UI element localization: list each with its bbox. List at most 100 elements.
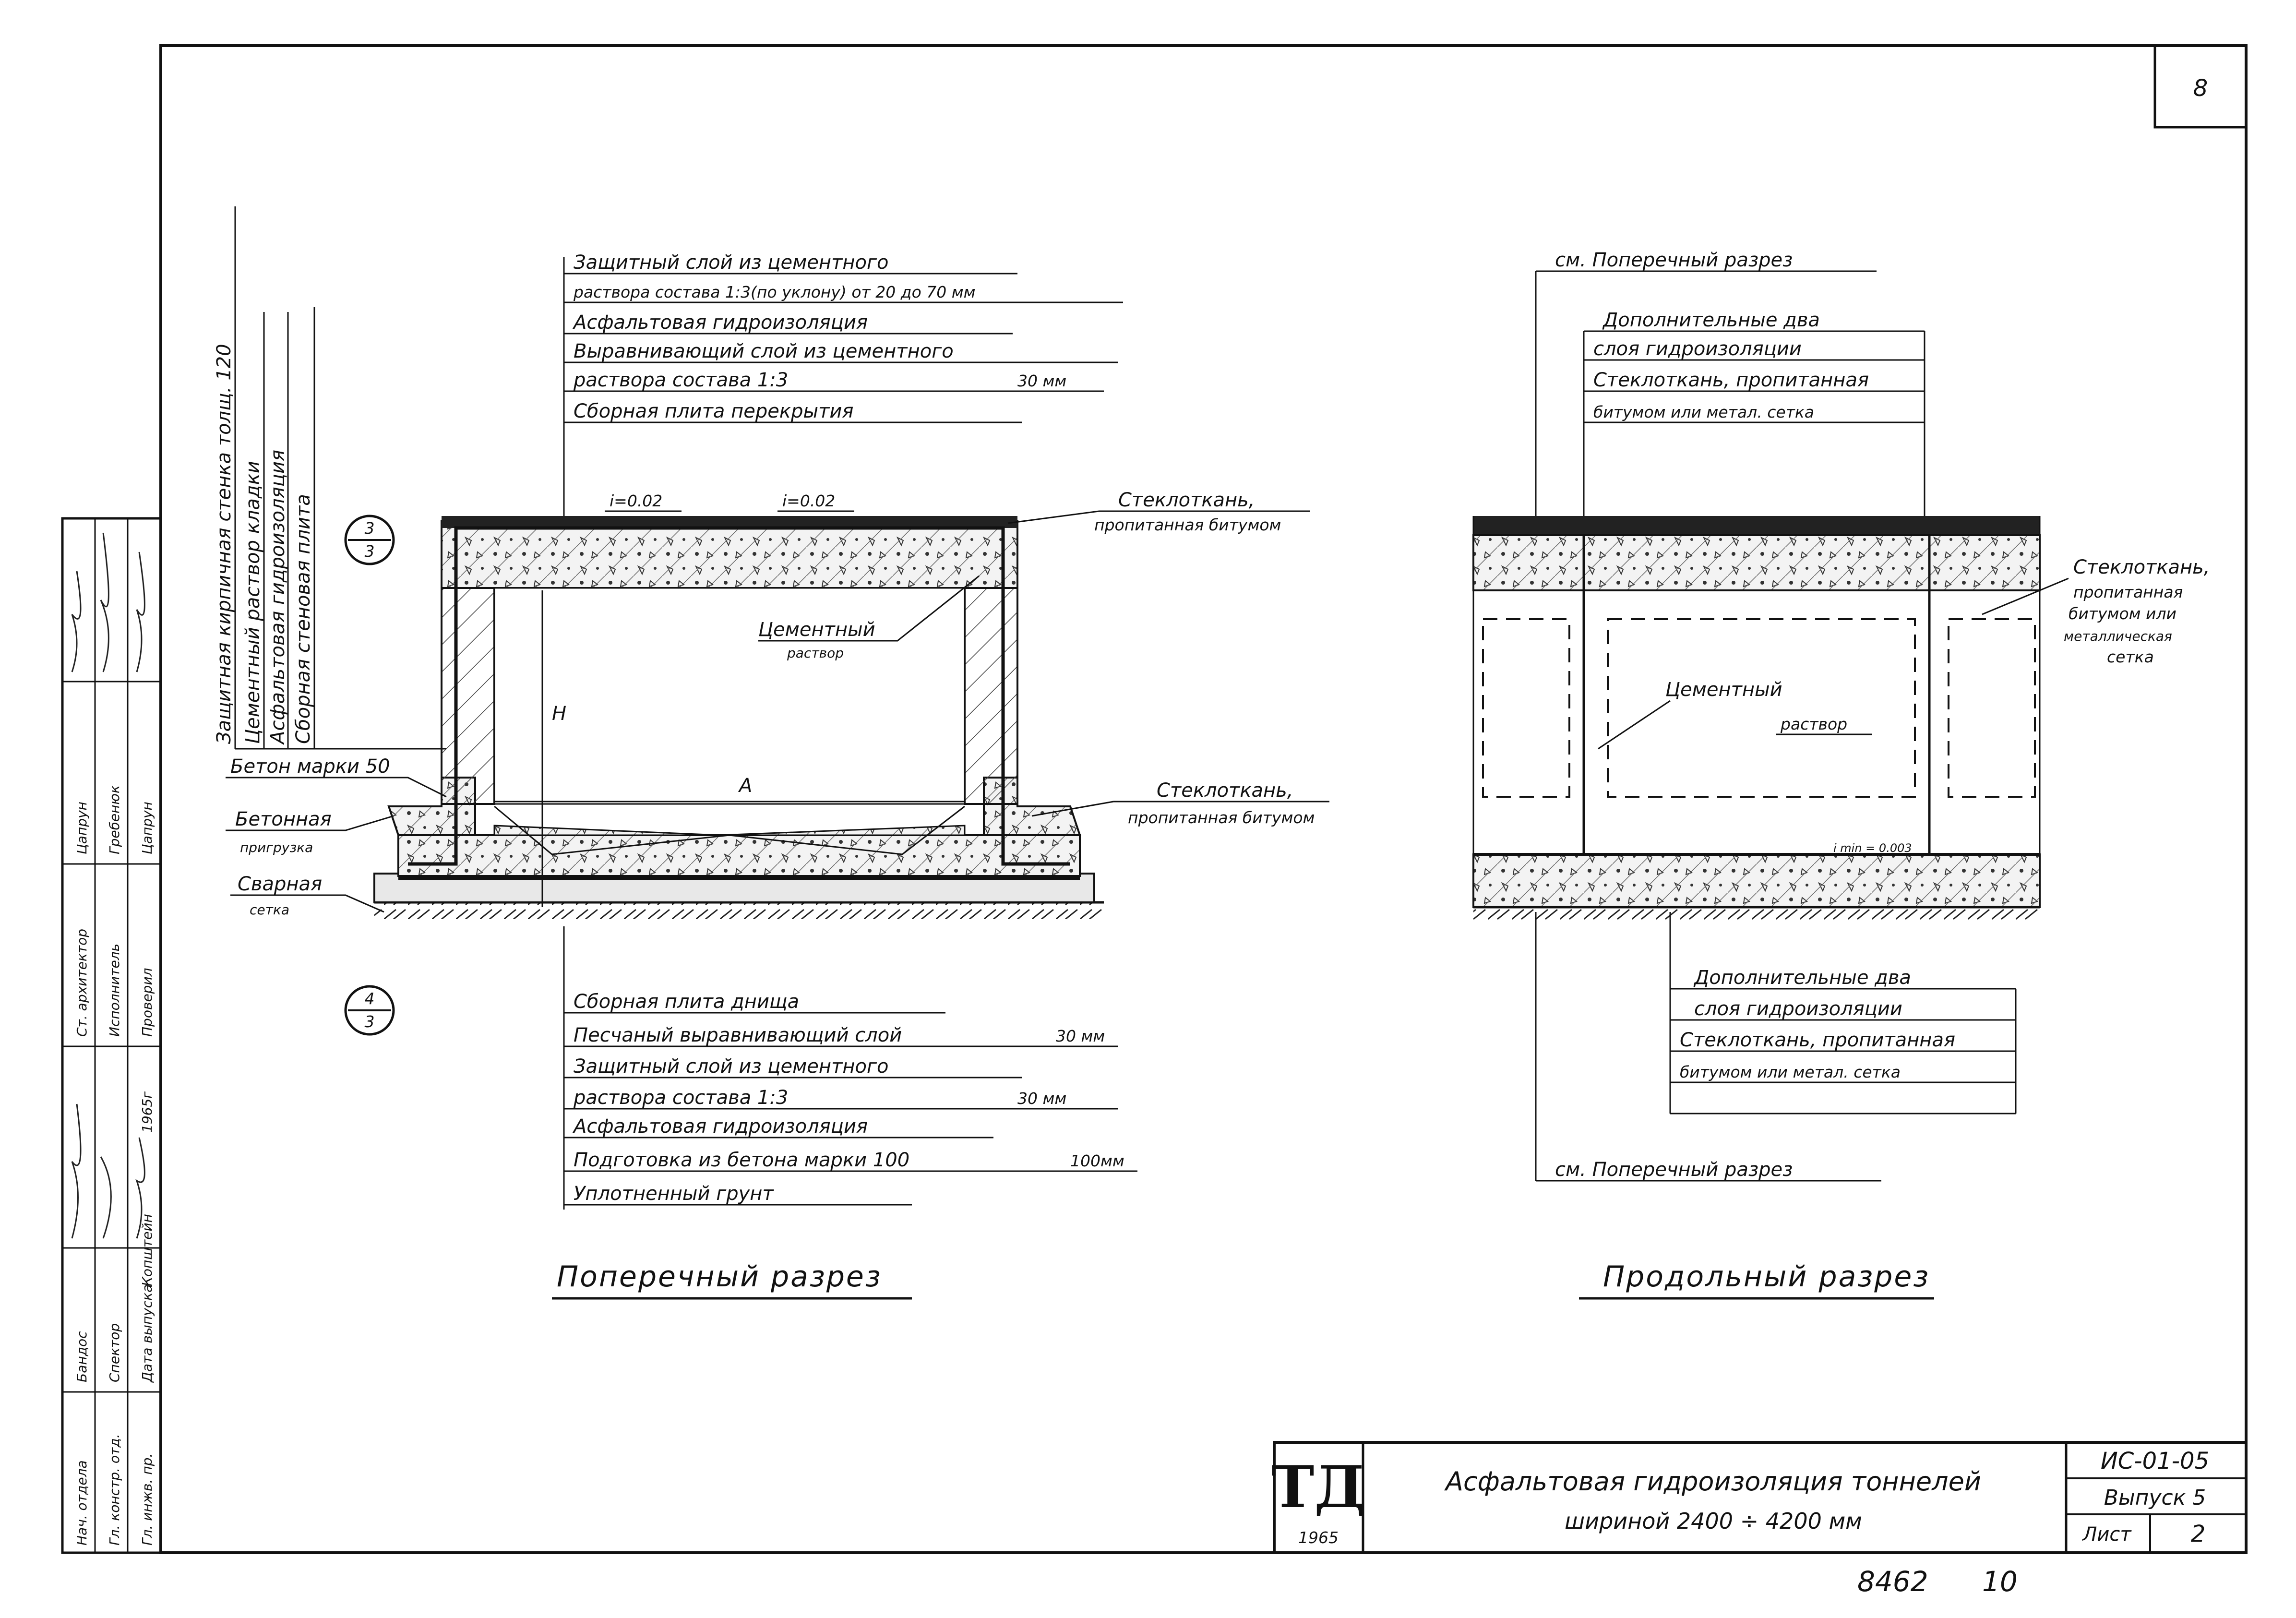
sheet-number-box	[2153, 44, 2248, 129]
label-mesh: Сварная	[238, 873, 322, 895]
issue-number: Выпуск 5	[2104, 1486, 2206, 1510]
svg-text:пропитанная битумом: пропитанная битумом	[1128, 808, 1315, 827]
logo-icon: ТД	[1271, 1453, 1365, 1521]
right-section-title: Продольный разрез	[1603, 1260, 1930, 1294]
right-callout-2: слоя гидроизоляции	[1593, 338, 1802, 360]
right-labels: Стеклоткань, пропитанная битумом или мет…	[1598, 556, 2210, 750]
logo-year: 1965	[1298, 1528, 1339, 1547]
wall-callout-2: Цементный раствор кладки	[242, 461, 264, 744]
right-callout-4: битумом или метал. сетка	[1593, 403, 1814, 421]
stamp-name2-3: Цапрун	[139, 802, 155, 854]
right-callout-3: Стеклоткань, пропитанная	[1593, 369, 1869, 391]
width-label: A	[738, 775, 752, 797]
left-bottom-callout-1: Сборная плита днища	[574, 991, 799, 1013]
label-fabric-top: Стеклоткань,	[1118, 489, 1255, 511]
drawing-title-line2: шириной 2400 ÷ 4200 мм	[1565, 1508, 1862, 1534]
right-top-callouts: см. Поперечный разрез Дополнительные два…	[1535, 249, 1925, 523]
signature-icon	[71, 1103, 145, 1239]
stamp-role2-2: Исполнитель	[107, 944, 122, 1037]
stamp-role-1: Нач. отдела	[74, 1460, 90, 1546]
svg-text:30 мм: 30 мм	[1017, 1089, 1066, 1108]
right-callout-1: Дополнительные два	[1602, 309, 1820, 331]
right-label-cement: Цементный	[1665, 679, 1782, 701]
left-top-callouts: Защитный слой из цементного раствора сос…	[563, 252, 1123, 523]
svg-text:металлическая: металлическая	[2064, 628, 2172, 644]
svg-text:пригрузка: пригрузка	[240, 839, 313, 855]
left-callout-5: раствора состава 1:3	[573, 369, 788, 391]
right-bottom-callout-1: Дополнительные два	[1693, 967, 1911, 989]
svg-text:3: 3	[365, 519, 375, 538]
section-marker-top: 3 3	[344, 515, 395, 565]
left-callout-6: Сборная плита перекрытия	[574, 400, 853, 422]
svg-text:3: 3	[365, 542, 375, 561]
left-labels: Стеклоткань, пропитанная битумом Цементн…	[226, 489, 1329, 918]
label-fabric-bottom: Стеклоткань,	[1157, 779, 1293, 802]
stamp-name2-2: Гребенюк	[107, 785, 122, 854]
svg-text:4: 4	[365, 989, 375, 1008]
left-bottom-callout-5: Асфальтовая гидроизоляция	[572, 1115, 868, 1138]
label-concrete: Бетон марки 50	[230, 755, 390, 778]
svg-text:пропитанная битумом: пропитанная битумом	[1094, 515, 1281, 534]
stamp-role-4: Дата выпуска	[139, 1284, 155, 1383]
right-slope: i min = 0.003	[1833, 841, 1912, 855]
right-top-ref: см. Поперечный разрез	[1555, 249, 1793, 271]
left-bottom-callouts: Сборная плита днища Песчаный выравнивающ…	[563, 926, 1137, 1210]
left-bottom-callout-7: Уплотненный грунт	[574, 1183, 774, 1205]
right-bottom-callout-4: битумом или метал. сетка	[1680, 1063, 1901, 1081]
label-ballast: Бетонная	[235, 808, 332, 830]
right-bottom-callout-3: Стеклоткань, пропитанная	[1680, 1029, 1955, 1051]
slope-right: i=0.02	[782, 491, 835, 510]
title-block: ТД 1965 Асфальтовая гидроизоляция тоннел…	[1271, 1441, 2248, 1554]
right-bottom-callouts: см. Поперечный разрез Дополнительные два…	[1535, 912, 2017, 1182]
wall-callout-1: Защитная кирпичная стенка толщ. 120	[213, 344, 235, 744]
stamp-name-3: Копштейн	[139, 1214, 155, 1286]
height-label: H	[552, 703, 566, 725]
cross-section-drawing: H A i=0.02 i=0.02	[373, 491, 1104, 919]
document-code: ИС-01-05	[2101, 1448, 2209, 1474]
left-callout-thickness: 30 мм	[1017, 372, 1066, 390]
signature-icon	[71, 532, 145, 672]
svg-text:сетка: сетка	[250, 902, 289, 918]
sheet-page-number: 2	[2191, 1521, 2206, 1547]
sheet-label: Лист	[2081, 1523, 2132, 1546]
archive-suffix: 10	[1982, 1565, 2018, 1598]
stamp-name2-1: Цапрун	[74, 802, 90, 854]
section-marker-bottom: 4 3	[344, 985, 395, 1036]
stamp-role-3: Гл. инжв. пр.	[139, 1453, 155, 1546]
stamp-role2-3: Проверил	[139, 968, 155, 1037]
svg-text:пропитанная: пропитанная	[2073, 583, 2183, 601]
svg-text:раствор: раствор	[787, 645, 844, 661]
svg-text:3: 3	[365, 1012, 375, 1031]
longitudinal-section-drawing: i min = 0.003	[1472, 516, 2041, 922]
stamp-name-1: Бандос	[74, 1331, 90, 1382]
drawing-title-line1: Асфальтовая гидроизоляция тоннелей	[1444, 1466, 1981, 1497]
svg-text:сетка: сетка	[2107, 647, 2154, 666]
sheet-number: 8	[2193, 75, 2208, 102]
archive-number: 8462	[1857, 1565, 1928, 1598]
stamp-role2-1: Ст. архитектор	[74, 929, 90, 1037]
label-cement: Цементный	[758, 619, 875, 641]
stamp-year: 1965г	[139, 1091, 155, 1133]
stamp-role-2: Гл. констр. отд.	[107, 1434, 122, 1546]
left-callout-3: Асфальтовая гидроизоляция	[572, 312, 868, 334]
left-bottom-callout-3: Защитный слой из цементного	[574, 1055, 888, 1078]
wall-callouts: Защитная кирпичная стенка толщ. 120 Цеме…	[213, 206, 446, 750]
left-callout-1: Защитный слой из цементного	[574, 252, 888, 274]
right-note-1: Стеклоткань,	[2073, 556, 2210, 578]
svg-text:100мм: 100мм	[1070, 1151, 1124, 1170]
left-callout-4: Выравнивающий слой из цементного	[574, 340, 954, 362]
left-bottom-callout-2: Песчаный выравнивающий слой	[574, 1024, 902, 1046]
svg-text:битумом или: битумом или	[2069, 604, 2176, 623]
right-bottom-callout-2: слоя гидроизоляции	[1694, 998, 1902, 1020]
wall-callout-4: Сборная стеновая плита	[292, 494, 314, 744]
slope-left: i=0.02	[610, 491, 662, 510]
svg-text:раствор: раствор	[1780, 715, 1847, 733]
wall-callout-3: Асфальтовая гидроизоляция	[267, 450, 289, 745]
right-bottom-ref: см. Поперечный разрез	[1555, 1159, 1793, 1181]
left-section-title: Поперечный разрез	[557, 1260, 882, 1294]
left-bottom-callout-6: Подготовка из бетона марки 100	[574, 1149, 909, 1171]
signature-stamp: Нач. отдела Гл. констр. отд. Гл. инжв. п…	[61, 517, 162, 1554]
left-bottom-callout-4: раствора состава 1:3	[573, 1087, 788, 1109]
